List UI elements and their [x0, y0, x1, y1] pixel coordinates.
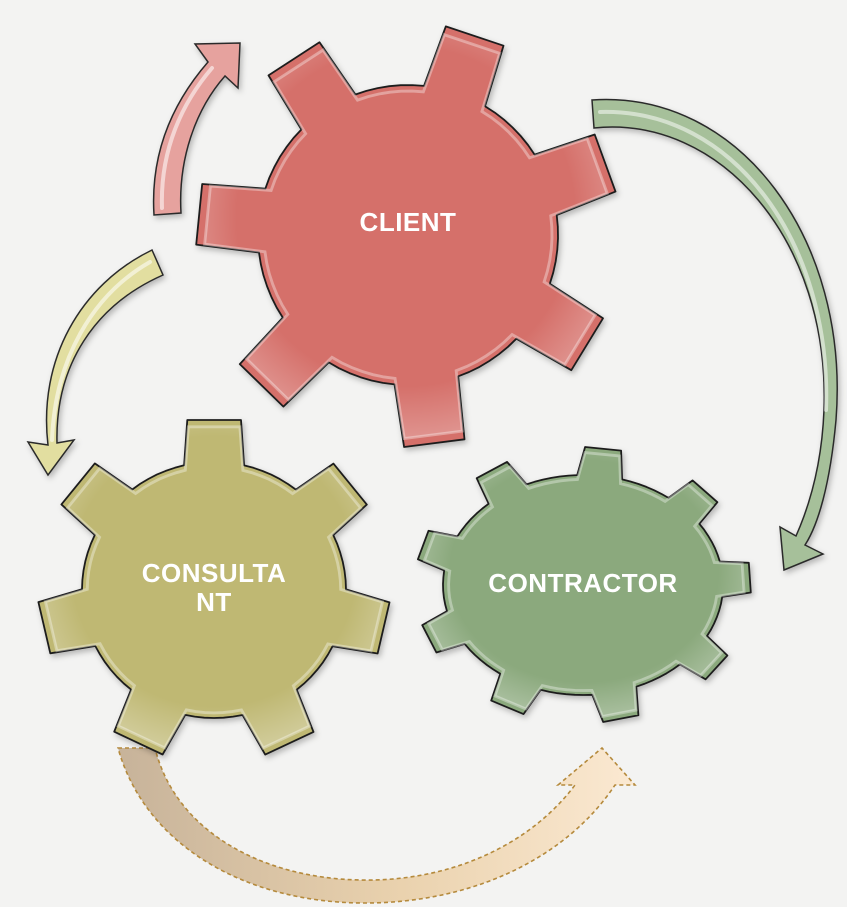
arrow-red	[152, 42, 241, 216]
arrow-yellow	[26, 248, 164, 477]
arrow-green-highlight	[598, 109, 829, 412]
consultant-label-line2: NT	[196, 587, 232, 617]
client-label: CLIENT	[360, 207, 457, 237]
consultant-gear-gloss	[43, 425, 385, 750]
contractor-label: CONTRACTOR	[488, 568, 677, 598]
arrow-red-highlight	[159, 66, 214, 210]
arrow-green	[591, 98, 838, 572]
arrow-yellow-highlight	[50, 260, 152, 442]
arrow-bottom	[116, 746, 637, 904]
client-gear-gloss	[203, 32, 610, 441]
consultant-label-line1: CONSULTA	[142, 558, 287, 588]
contractor-gear-gloss	[422, 450, 746, 719]
